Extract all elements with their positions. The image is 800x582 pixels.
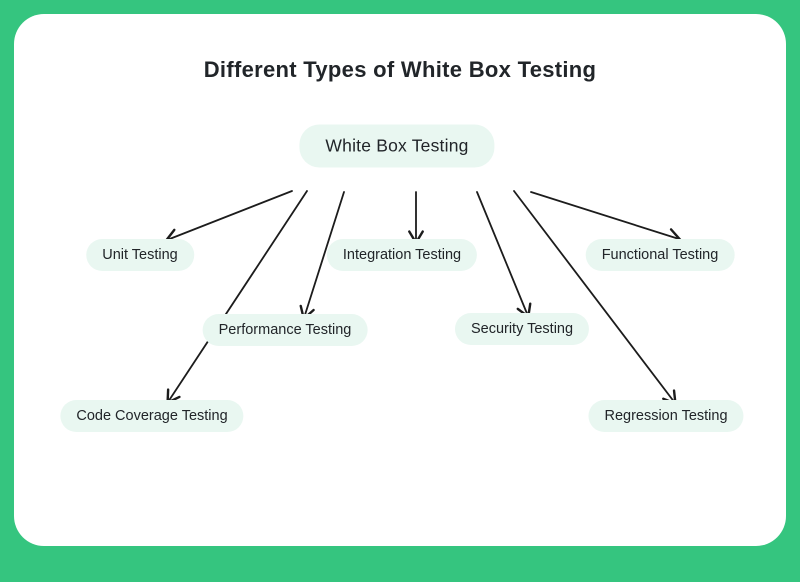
node-regression-testing: Regression Testing	[588, 400, 744, 432]
arrow-to-code-coverage-testing	[166, 190, 308, 405]
node-security-testing: Security Testing	[454, 313, 590, 345]
node-unit-testing: Unit Testing	[86, 239, 194, 271]
page-title: Different Types of White Box Testing	[203, 57, 597, 82]
arrow-to-functional-testing	[530, 191, 682, 244]
arrow-to-regression-testing	[513, 190, 677, 406]
green-frame: Different Types of White Box Testing Whi…	[14, 14, 786, 546]
diagram-card: Different Types of White Box Testing	[14, 14, 786, 546]
node-code-coverage-testing: Code Coverage Testing	[60, 400, 244, 432]
arrow-to-performance-testing	[299, 191, 345, 321]
arrow-to-unit-testing	[164, 190, 293, 244]
arrow-to-security-testing	[476, 191, 532, 319]
connector-arrows	[164, 190, 682, 406]
node-integration-testing: Integration Testing	[326, 239, 478, 271]
node-functional-testing: Functional Testing	[585, 239, 735, 271]
node-white-box-testing: White Box Testing	[299, 124, 495, 168]
node-performance-testing: Performance Testing	[202, 314, 368, 346]
